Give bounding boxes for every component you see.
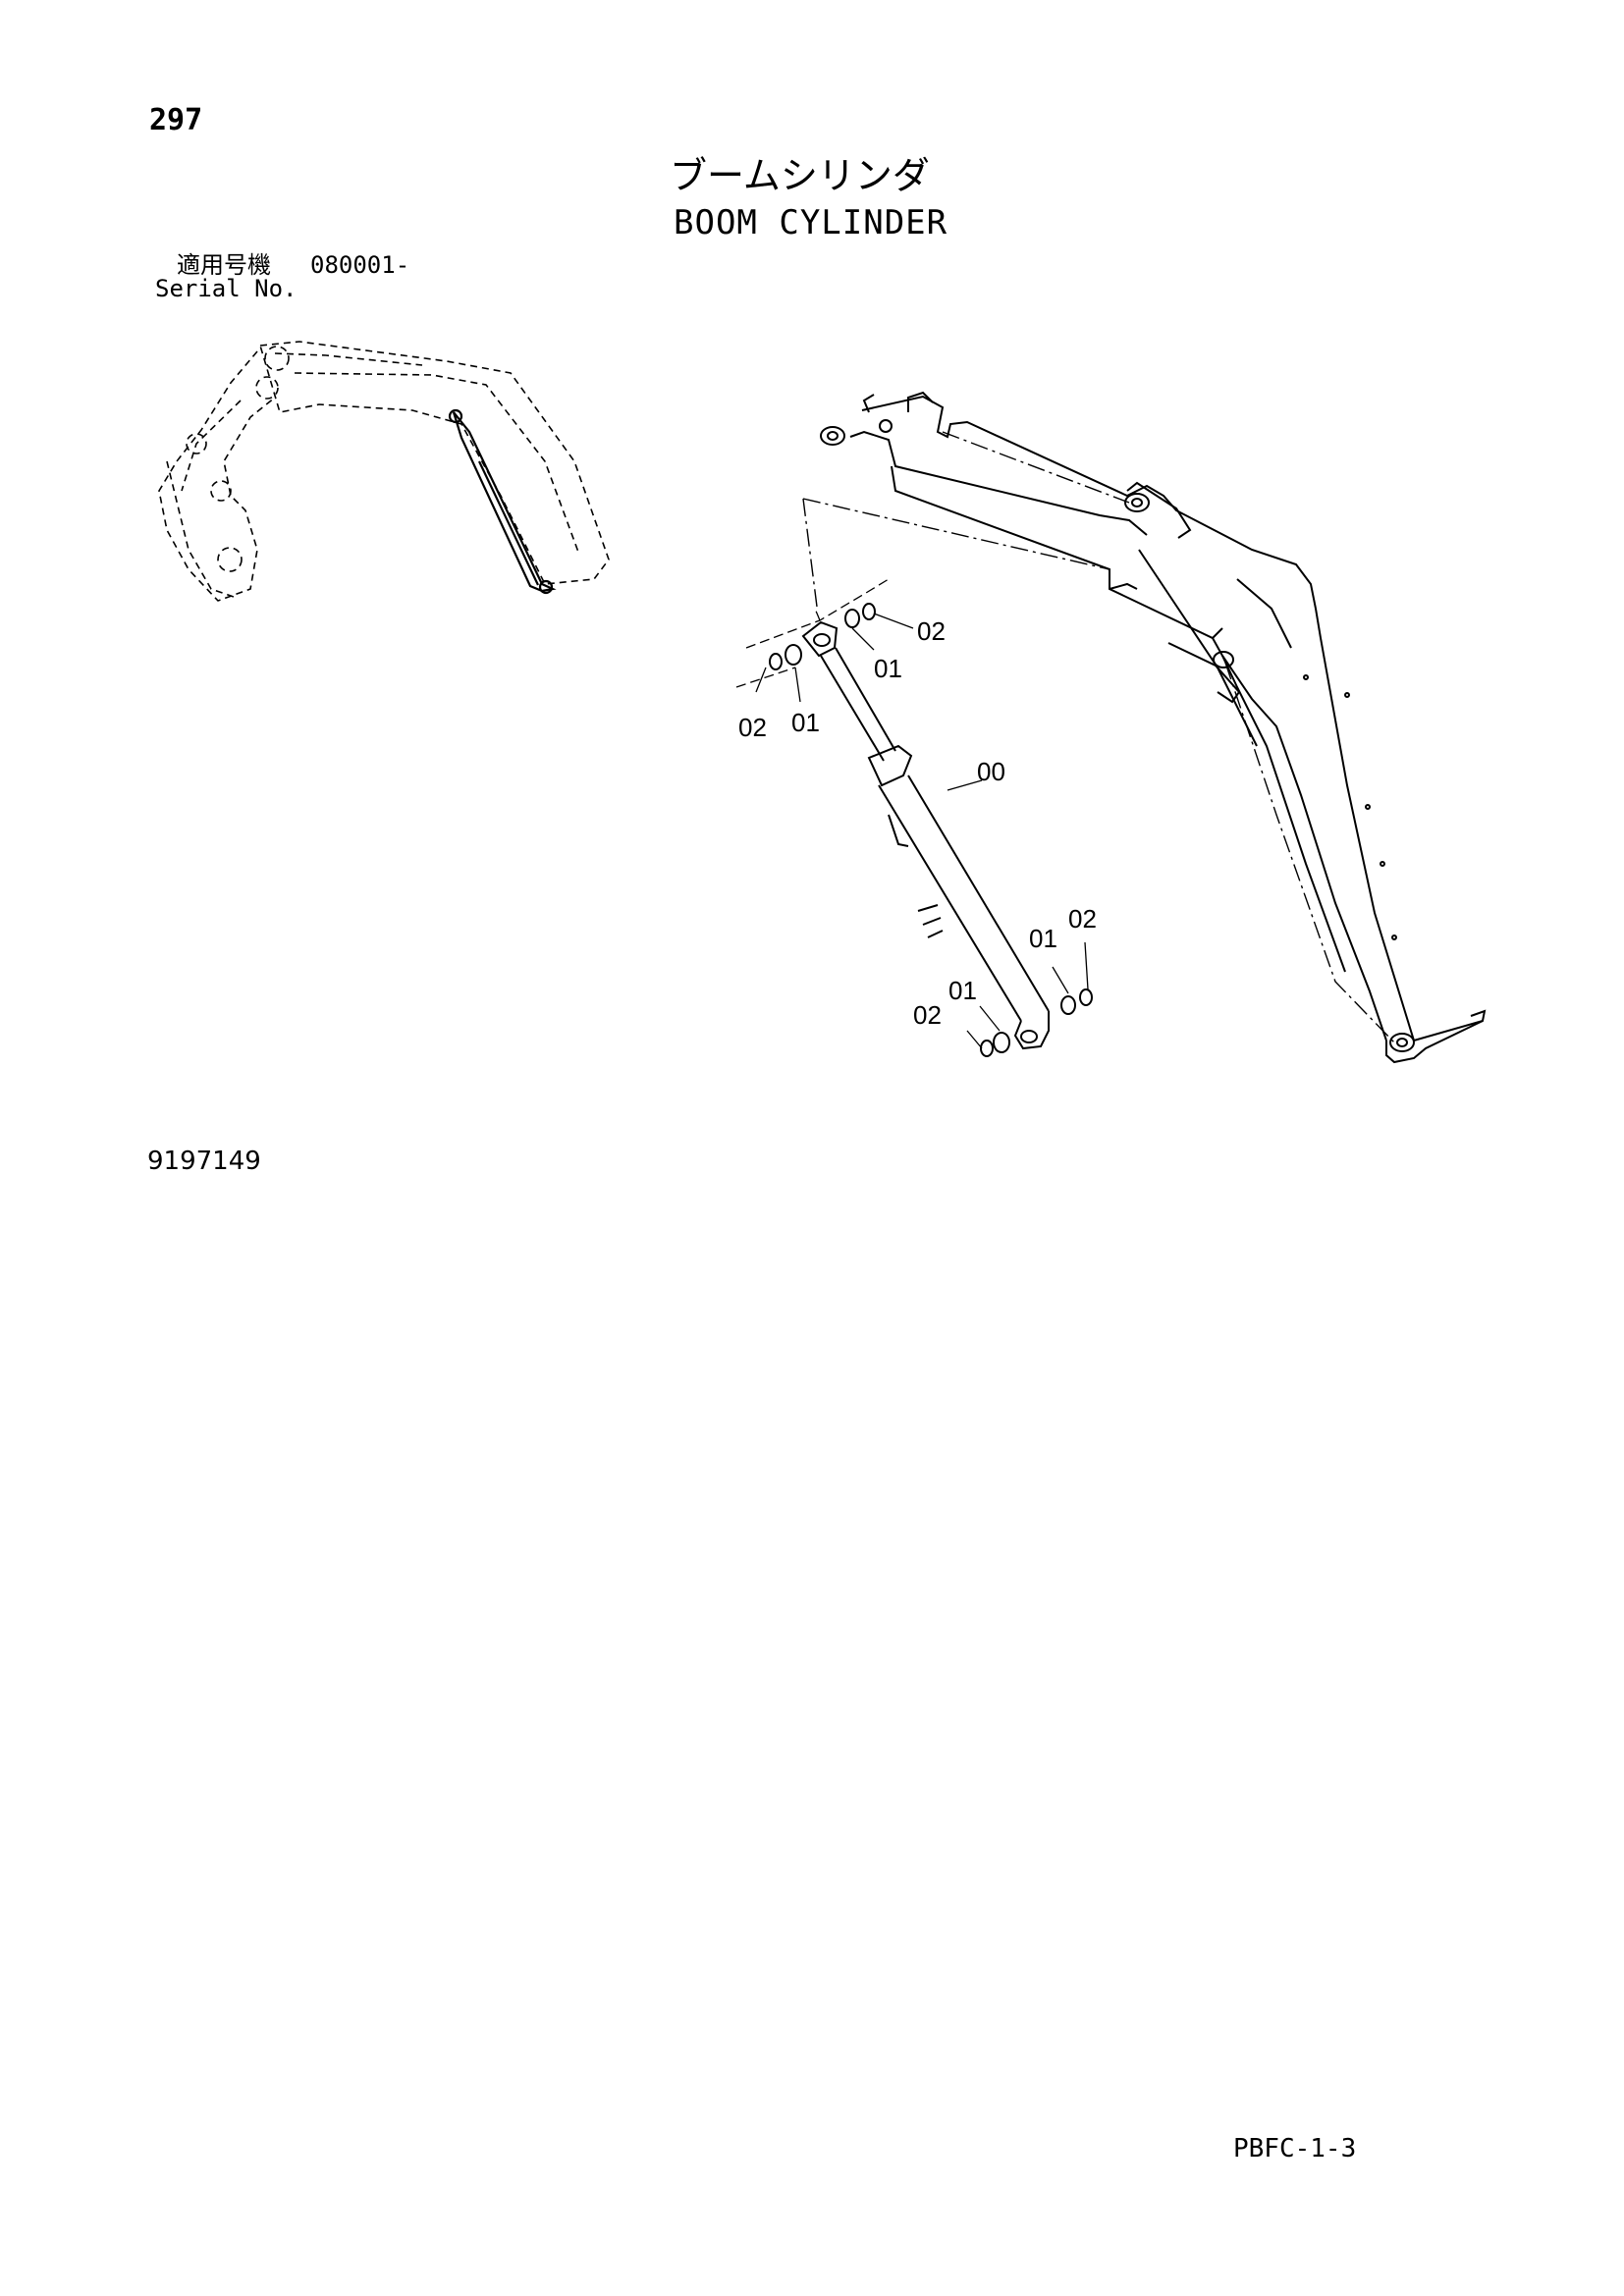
page-number: 297 (149, 103, 203, 137)
callout-label: 02 (913, 1000, 942, 1030)
page-title-english: BOOM CYLINDER (674, 203, 948, 242)
callout-labels: 02 01 02 01 00 01 02 01 02 (738, 616, 1097, 1030)
overview-cylinder-highlight (448, 408, 557, 595)
overview-excavator-sketch (158, 341, 610, 602)
boom-cylinder (801, 620, 1050, 1050)
page-code: PBFC-1-3 (1233, 2134, 1357, 2163)
boom-centerlines (802, 431, 1395, 1043)
callout-label: 01 (874, 654, 902, 683)
drawing-number: 9197149 (147, 1147, 261, 1176)
pin-plane-outlines (735, 578, 890, 688)
serial-range: 080001- (310, 251, 410, 279)
bushings-and-seals (769, 603, 1093, 1057)
leader-lines (755, 613, 1089, 1049)
callout-label: 02 (738, 713, 767, 742)
serial-label-english: Serial No. (155, 275, 298, 302)
callout-label: 00 (977, 757, 1005, 786)
callout-label: 01 (948, 976, 977, 1005)
callout-label: 01 (791, 708, 820, 737)
serial-label-japanese: 適用号機 (177, 251, 271, 279)
callout-label: 02 (917, 616, 946, 646)
callout-label: 01 (1029, 924, 1057, 953)
callout-label: 02 (1068, 904, 1097, 934)
boom-assembly (820, 391, 1487, 1064)
page-title-japanese: ブームシリンダ (670, 154, 930, 197)
